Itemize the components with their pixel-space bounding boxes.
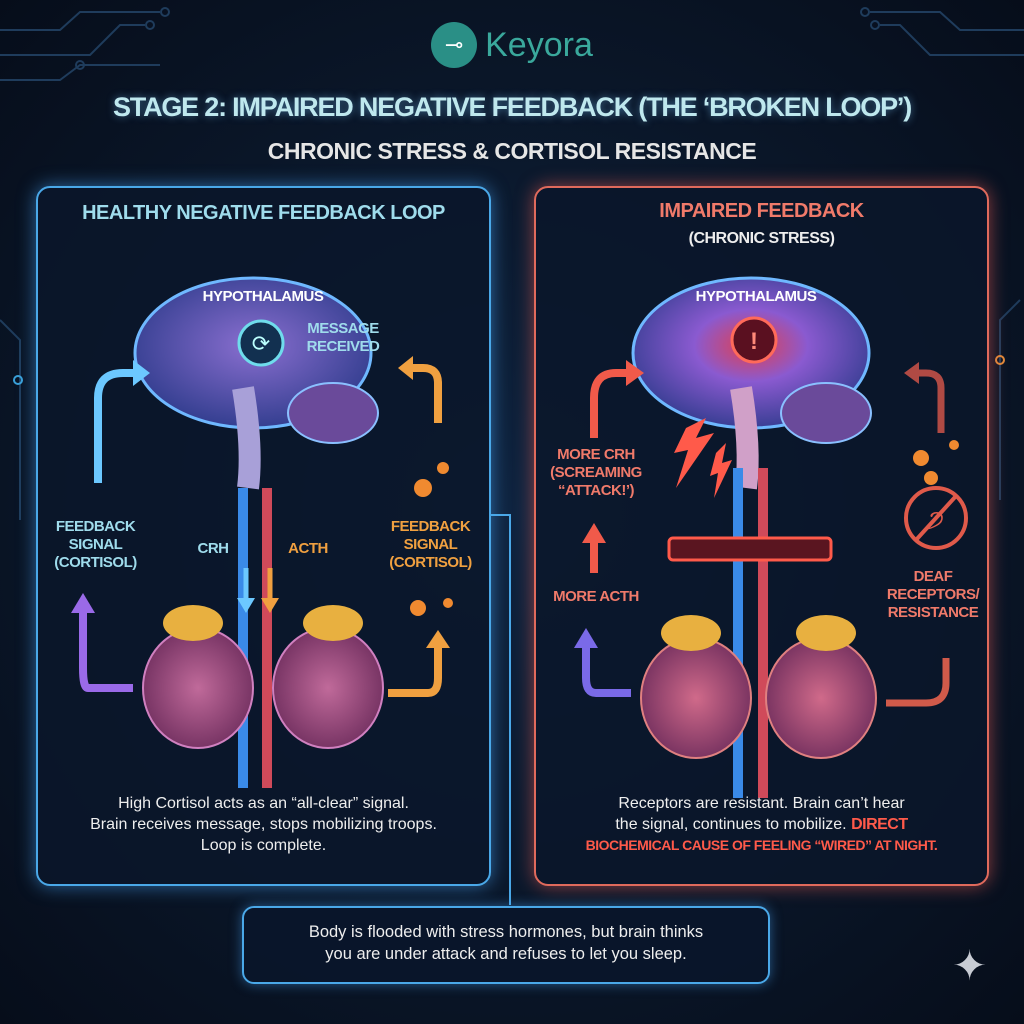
healthy-feedback-panel: HEALTHY NEGATIVE FEEDBACK LOOP ⟳ HYPOTHA… — [36, 186, 491, 886]
blocked-signal-bar — [667, 536, 833, 562]
hpa-axis-illustration: ⟳ — [71, 276, 453, 788]
logo-text: Keyora — [485, 25, 593, 64]
message-received-label: MESSAGE RECEIVED — [306, 320, 380, 355]
page-subtitle: CHRONIC STRESS & CORTISOL RESISTANCE — [267, 138, 757, 164]
logo: ⊸ Keyora — [0, 22, 1024, 68]
kidney-icon — [765, 615, 877, 759]
panel-title: IMPAIRED FEEDBACK — [659, 200, 864, 222]
kidney-icon — [272, 605, 384, 749]
svg-text:੭: ੭ — [928, 504, 945, 534]
sparkle-icon: ✦ — [952, 942, 988, 989]
impaired-description: Receptors are resistant. Brain can’t hea… — [585, 795, 938, 853]
refresh-icon — [237, 319, 285, 367]
key-icon: ⊸ — [431, 22, 478, 68]
page-title: STAGE 2: IMPAIRED NEGATIVE FEEDBACK (THE… — [112, 92, 912, 122]
impaired-feedback-panel: IMPAIRED FEEDBACK (CHRONIC STRESS) ! ੭ H… — [534, 186, 989, 886]
alert-icon — [730, 316, 778, 364]
panel-title: HEALTHY NEGATIVE FEEDBACK LOOP — [82, 202, 445, 224]
panel-subtitle: (CHRONIC STRESS) — [688, 230, 835, 247]
svg-text:⟳: ⟳ — [252, 331, 270, 356]
lightning-icon — [674, 418, 732, 498]
hpa-axis-illustration: ! ੭ — [574, 276, 968, 798]
more-acth-label: MORE ACTH — [553, 588, 639, 605]
crh-label: CRH — [197, 540, 230, 557]
hypothalamus-label: HYPOTHALAMUS — [202, 288, 324, 305]
more-crh-label: MORE CRH(SCREAMING“ATTACK!’) — [550, 446, 642, 499]
kidney-icon — [640, 615, 752, 759]
hypothalamus-label: HYPOTHALAMUS — [695, 288, 817, 305]
acth-label: ACTH — [288, 540, 328, 557]
svg-text:!: ! — [750, 328, 758, 355]
summary-box: Body is flooded with stress hormones, bu… — [242, 906, 770, 984]
healthy-description: High Cortisol acts as an “all-clear” sig… — [90, 795, 437, 854]
kidney-icon — [142, 605, 254, 749]
no-hearing-icon: ੭ — [904, 486, 968, 550]
